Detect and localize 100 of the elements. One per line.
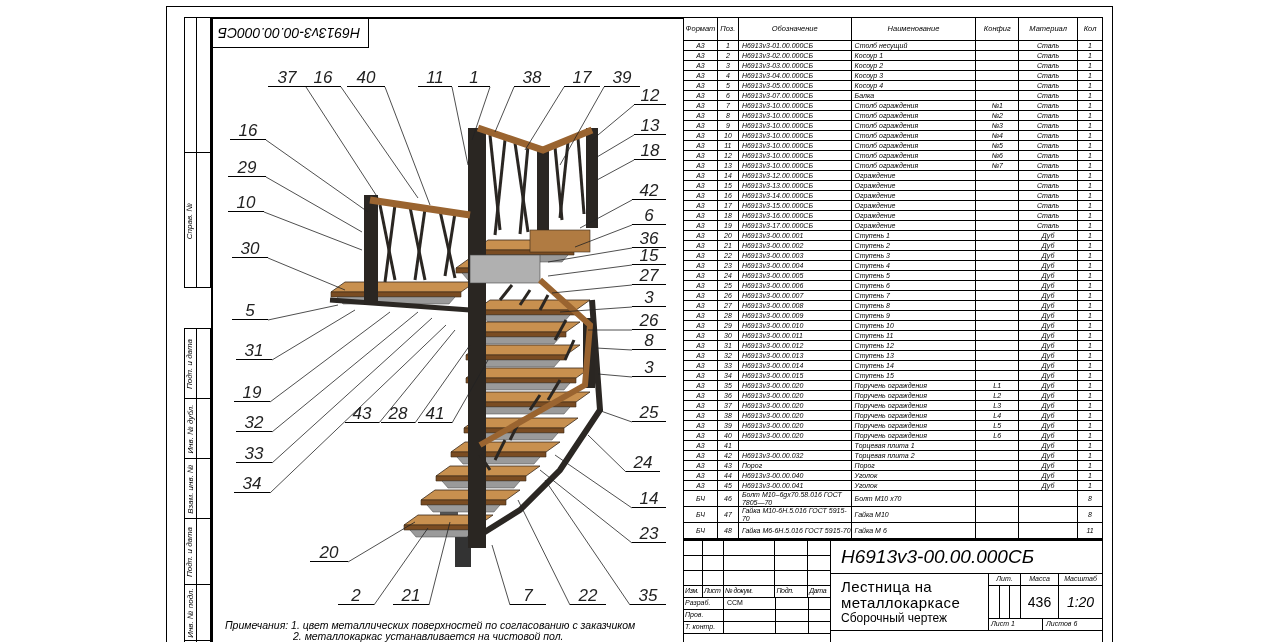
- callout-number: 22: [570, 587, 606, 605]
- drawing-code: Н6913v3-00.00.000СБ: [841, 544, 1034, 569]
- callout-number: 35: [630, 587, 666, 605]
- callout-number: 2: [338, 587, 374, 605]
- leader-line: [269, 324, 447, 494]
- callout-number: 26: [632, 312, 666, 330]
- callout-number: 25: [632, 404, 666, 422]
- stamp-label: Взам. инв. №: [186, 463, 195, 514]
- drawing-title: Лестница на металлокаркасе: [841, 579, 962, 611]
- leader-line: [551, 284, 633, 294]
- callout-number: 24: [626, 454, 660, 472]
- callout-number: 6: [632, 207, 666, 225]
- leader-line: [579, 199, 633, 229]
- stamp-label: Подп. и дата: [186, 526, 195, 577]
- leader-line: [559, 306, 633, 313]
- leader-line: [539, 469, 633, 544]
- stamp-label: Подп. и дата: [186, 338, 195, 389]
- leader-line: [471, 86, 491, 141]
- leader-line: [591, 104, 635, 141]
- note-text: Примечания: 1. цвет металлических поверхностей по согласованию с заказчиком: [225, 619, 636, 631]
- leader-line: [587, 434, 627, 473]
- callout-number: 7: [510, 587, 546, 605]
- callout-number: 16: [305, 69, 341, 87]
- leader-line: [517, 499, 571, 606]
- leader-line: [305, 86, 379, 199]
- leader-line: [265, 139, 369, 213]
- leader-line: [263, 211, 363, 251]
- callout-number: 11: [418, 69, 452, 87]
- leader-line: [378, 329, 456, 424]
- leader-line: [373, 527, 429, 606]
- leader-line: [265, 176, 363, 233]
- leader-line: [554, 454, 633, 509]
- stamp-label: Справ. №: [186, 202, 195, 239]
- leader-line: [269, 311, 391, 403]
- leader-line: [547, 247, 633, 263]
- callout-number: 36: [632, 230, 666, 248]
- note-text: 2. металлокаркас устанавливается на чистовой пол.: [293, 630, 564, 642]
- callout-number: 37: [268, 69, 306, 87]
- callout-number: 8: [632, 332, 666, 350]
- leader-line: [559, 86, 605, 166]
- stamp-label: Инв. № дубл.: [186, 403, 195, 454]
- leader-line: [428, 521, 451, 606]
- callout-number: 43: [345, 405, 379, 423]
- leader-line: [451, 359, 489, 424]
- callout-number: 3: [632, 289, 666, 307]
- callout-number: 27: [632, 267, 666, 285]
- leader-line: [524, 86, 565, 151]
- callout-number: 42: [632, 182, 666, 200]
- callout-number: 19: [234, 384, 270, 402]
- callout-number: 13: [634, 117, 666, 135]
- callout-number: 18: [634, 142, 666, 160]
- callout-number: 31: [236, 342, 272, 360]
- leader-line: [544, 479, 631, 606]
- callout-number: 3: [632, 359, 666, 377]
- leader-line: [595, 347, 633, 351]
- callout-number: 16: [230, 122, 266, 140]
- callout-number: 5: [232, 302, 268, 320]
- callout-number: 41: [418, 405, 452, 423]
- callout-number: 38: [514, 69, 550, 87]
- leader-line: [347, 521, 416, 563]
- leader-line: [587, 329, 633, 331]
- leader-line: [597, 409, 633, 423]
- callout-number: 40: [347, 69, 385, 87]
- callout-number: 33: [236, 445, 272, 463]
- leader-line: [414, 344, 471, 424]
- callout-number: 1: [458, 69, 490, 87]
- drawing-subtitle: Сборочный чертеж: [841, 611, 948, 625]
- leader-line: [574, 224, 633, 248]
- callout-number: 23: [632, 525, 666, 543]
- mass-value: 436: [1027, 592, 1052, 612]
- callout-number: 15: [632, 247, 666, 265]
- callout-number: 29: [228, 159, 266, 177]
- drawing-code: Н6913v3-00.00.000СБ: [218, 23, 361, 43]
- stamp-label: Инв. № подл.: [186, 587, 195, 638]
- leader-line: [267, 304, 339, 321]
- callout-number: 20: [310, 544, 348, 562]
- leader-line: [494, 86, 515, 133]
- callout-number: 10: [228, 194, 264, 212]
- leader-line: [547, 264, 633, 277]
- scale-value: 1:20: [1066, 592, 1095, 612]
- leader-line: [491, 544, 511, 606]
- leader-line: [384, 86, 431, 206]
- callout-number: 17: [564, 69, 600, 87]
- leader-line: [451, 86, 469, 166]
- leader-line: [271, 311, 419, 433]
- leader-line: [597, 373, 633, 378]
- callout-number: 39: [604, 69, 640, 87]
- callout-number: 28: [381, 405, 415, 423]
- callout-number: 34: [234, 475, 270, 493]
- callout-number: 21: [393, 587, 429, 605]
- callout-number: 14: [632, 490, 666, 508]
- leader-line: [271, 317, 433, 464]
- leader-line: [340, 86, 419, 199]
- leader-line: [267, 257, 346, 291]
- callout-number: 12: [634, 87, 666, 105]
- leader-line: [596, 159, 635, 181]
- leader-line: [271, 309, 356, 361]
- callout-number: 32: [236, 414, 272, 432]
- callout-number: 30: [232, 240, 268, 258]
- leader-line: [596, 134, 635, 158]
